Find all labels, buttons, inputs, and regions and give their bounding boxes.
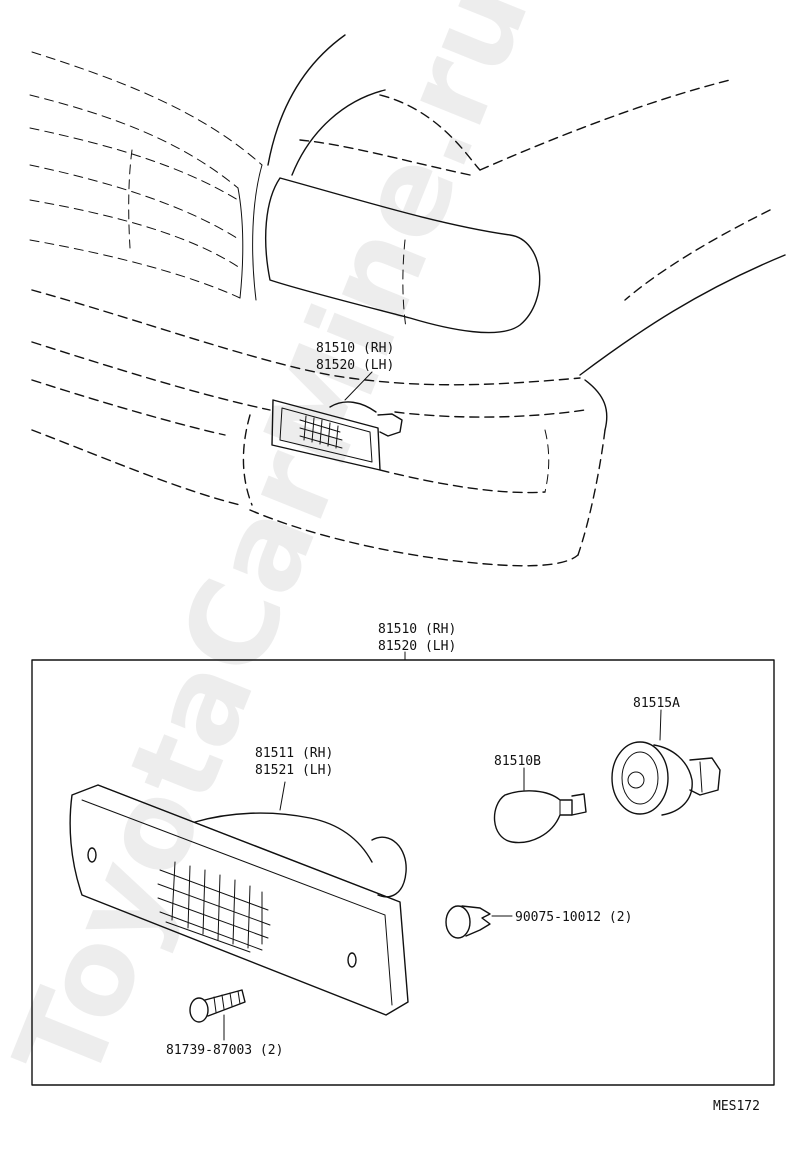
vehicle-part-rh-label: 81510 (RH) — [316, 341, 394, 356]
clip — [445, 905, 491, 939]
lens-lh-label: 81521 (LH) — [255, 763, 333, 778]
socket-label: 81515A — [633, 696, 680, 711]
lens-label-leader — [279, 781, 286, 811]
lamp-lens — [69, 784, 409, 1016]
screw — [189, 989, 246, 1023]
socket-label-leader — [659, 709, 662, 741]
vehicle-part-lh-label: 81520 (LH) — [316, 358, 394, 373]
assembly-part-rh-label: 81510 (RH) — [378, 622, 456, 637]
socket — [611, 741, 721, 816]
assembly-box: 81510 (RH) 81520 (LH) — [31, 622, 775, 1086]
vehicle-front-view: 81510 (RH) 81520 (LH) — [29, 34, 786, 567]
lens-rh-label: 81511 (RH) — [255, 746, 333, 761]
assembly-part-lh-label: 81520 (LH) — [378, 639, 456, 654]
bulb-label: 81510B — [494, 754, 541, 769]
side-marker-in-vehicle — [271, 399, 403, 471]
bulb — [493, 790, 587, 844]
screw-label: 81739-87003 (2) — [166, 1043, 283, 1058]
grille — [29, 51, 263, 301]
diagram-code: MES172 — [713, 1099, 760, 1114]
watermark: ToyotaCarMine.ru — [0, 0, 555, 1100]
clip-label: 90075-10012 (2) — [515, 910, 632, 925]
vehicle-label-leader — [344, 371, 373, 401]
headlamp — [264, 177, 541, 334]
